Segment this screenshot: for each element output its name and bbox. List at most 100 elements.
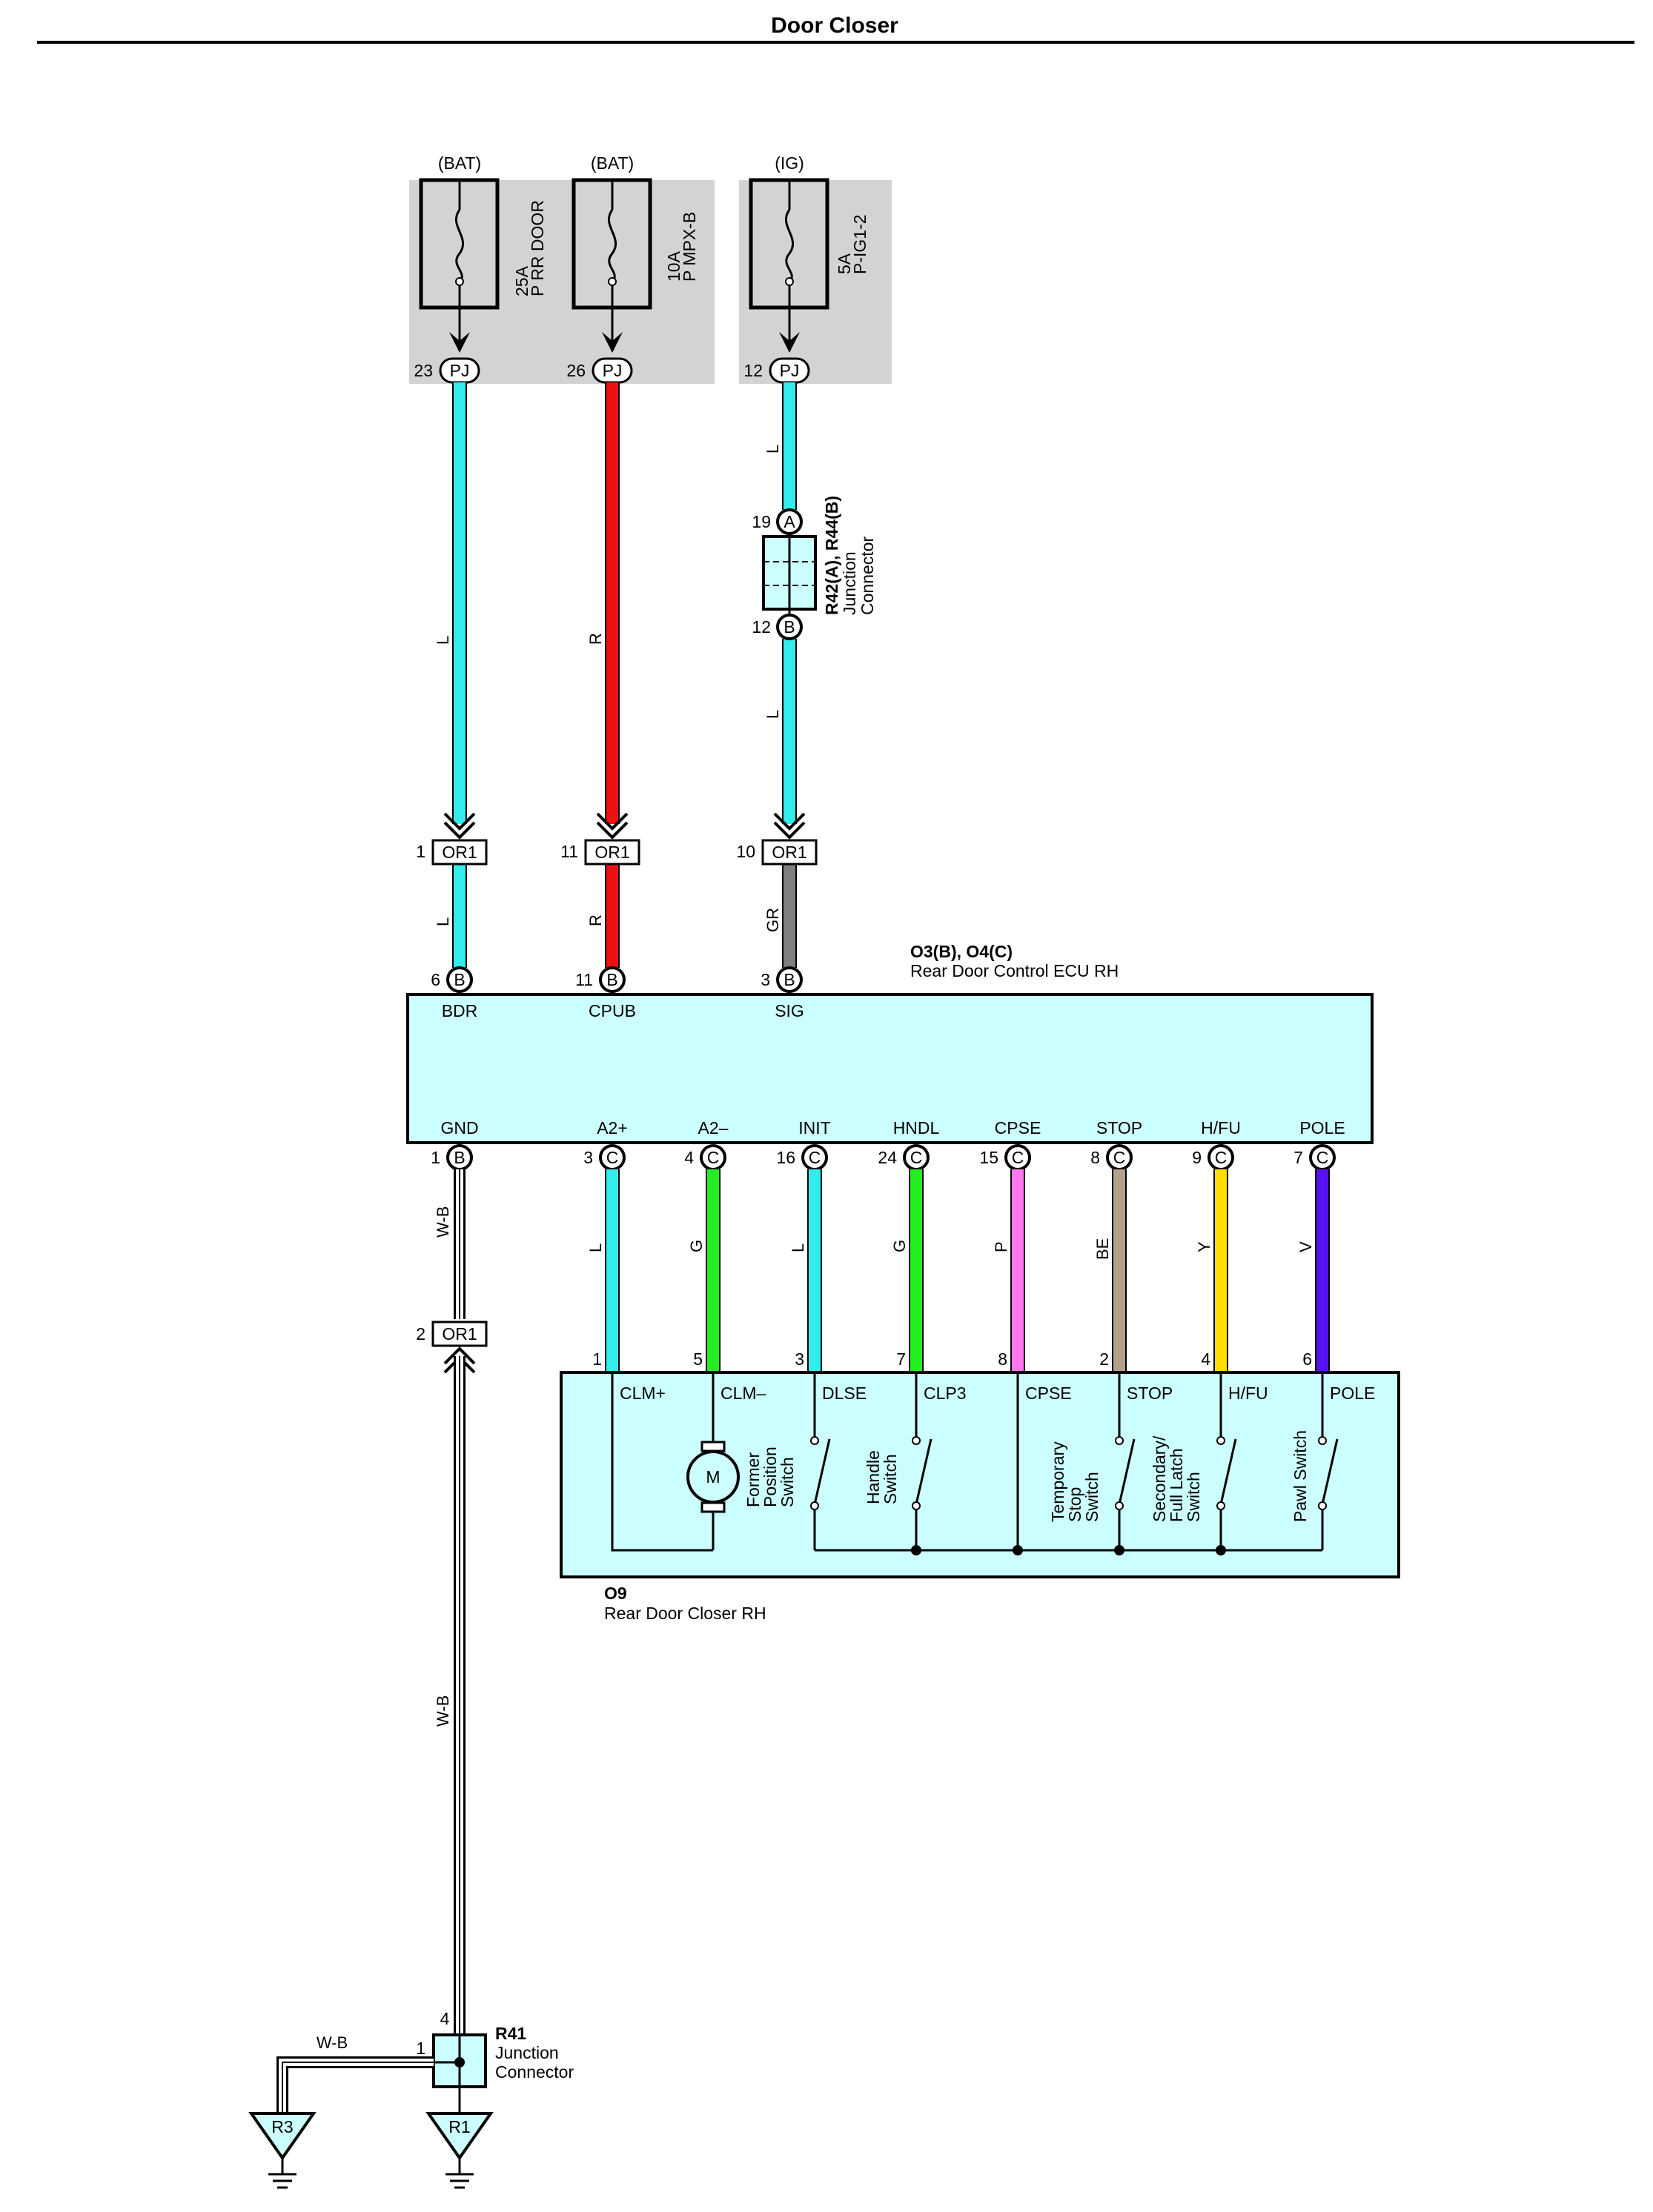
pin-number: 3	[761, 970, 770, 989]
ecu-terminal-label: GND	[440, 1118, 478, 1137]
connector-letter: C	[1012, 1148, 1024, 1167]
connector-letter: B	[784, 617, 795, 637]
switch-contact	[1219, 1438, 1237, 1505]
connector-or1	[584, 839, 640, 866]
switch-label: Pawl Switch	[1291, 1430, 1310, 1522]
fuse-terminal	[608, 277, 617, 286]
closer-terminal-label: H/FU	[1228, 1384, 1268, 1403]
connector-label: PJ	[450, 361, 470, 380]
ecu-desc: Rear Door Control ECU RH	[910, 961, 1119, 980]
switch-label: Stop	[1065, 1487, 1084, 1522]
pin-number: 19	[752, 512, 771, 531]
wire-color-code: V	[1296, 1241, 1315, 1252]
fuse-name: P MPX-B	[680, 212, 699, 282]
switch-terminal	[912, 1501, 921, 1510]
pin-number: 23	[414, 361, 433, 380]
connector-or1	[431, 839, 488, 866]
motor-brush	[700, 1441, 726, 1452]
junction-name: R41	[495, 2024, 526, 2043]
closer-desc: Rear Door Closer RH	[604, 1604, 766, 1623]
closer-terminal-label: POLE	[1330, 1384, 1375, 1403]
wire-color-code: L	[586, 1243, 605, 1252]
pin-number: 8	[1090, 1148, 1100, 1167]
motor-brush	[700, 1501, 726, 1513]
wire-color-code: L	[763, 710, 782, 719]
junction-dot	[1114, 1545, 1124, 1555]
connector-letter: C	[809, 1148, 821, 1167]
pin-number: 1	[416, 842, 425, 861]
connector-label: OR1	[442, 1324, 477, 1344]
double-arrow-icon	[773, 812, 806, 840]
bus-junction-dots	[911, 1545, 1226, 1555]
ecu-terminal-label: HNDL	[893, 1118, 940, 1137]
wire-ground-wb: W-B 2 OR1 W-B	[416, 1169, 488, 2038]
wire-cpub: R R	[586, 382, 629, 968]
junction-desc: Junction	[840, 551, 859, 615]
ecu-terminal-label: SIG	[775, 1001, 804, 1020]
switch-terminal	[1115, 1436, 1124, 1445]
ground-r1: R1	[425, 2112, 494, 2189]
ecu-top-pins: 6 B 11 B 3 B	[431, 966, 803, 994]
pin-number: 8	[998, 1349, 1007, 1369]
wire-segment	[282, 2062, 434, 2113]
junction-connector-r41: 4 1 R41 Junction Connector	[416, 2009, 574, 2112]
page-title: Door Closer	[771, 13, 898, 38]
ecu-terminal-label: A2+	[597, 1118, 628, 1137]
pin-number: 6	[1302, 1349, 1312, 1369]
wire-color-code: L	[434, 636, 452, 645]
closer-name: O9	[604, 1584, 627, 1603]
wire-sig: L L GR	[763, 382, 806, 968]
connector-letter: B	[784, 970, 795, 989]
ground-label: R1	[448, 2117, 470, 2136]
pin-number: 4	[1201, 1349, 1210, 1369]
wire-color-code: R	[586, 633, 605, 645]
wire-segment	[276, 2056, 434, 2113]
fuse-element-icon	[784, 209, 795, 283]
junction-desc: Connector	[858, 537, 877, 615]
connector-letter: C	[1113, 1148, 1126, 1167]
connector-or1	[761, 839, 818, 866]
switch-labels: Former Position Switch Handle Switch Tem…	[743, 1430, 1310, 1522]
pin-number: 12	[743, 361, 763, 380]
arrow-down-icon	[602, 332, 623, 353]
closer-internal-circuit	[611, 1372, 1339, 1552]
junction-connector-r42: 19 A 12 B R42(A), R44(B) Junction Connec…	[752, 496, 877, 640]
wire-segment	[279, 2059, 434, 2113]
switch-contact	[813, 1438, 831, 1505]
connector-letter: B	[606, 970, 617, 989]
junction-dot	[911, 1545, 921, 1555]
pin-number: 24	[878, 1148, 897, 1167]
wire-color-code: G	[687, 1240, 706, 1252]
wires-ecu-to-closer: L G L G P BE Y V	[586, 1169, 1330, 1371]
connector-label: OR1	[772, 843, 806, 862]
wire-color-code: G	[890, 1240, 909, 1252]
pin-number: 3	[795, 1349, 804, 1369]
pin-number: 1	[592, 1349, 602, 1369]
fuse-source-label: (BAT)	[591, 153, 634, 173]
pin-number: 2	[1099, 1349, 1109, 1369]
pin-number: 26	[566, 361, 586, 380]
fuse-terminal	[455, 277, 464, 286]
fuse-source-label: (BAT)	[438, 153, 481, 173]
pin-number: 7	[1293, 1148, 1303, 1167]
connector-or1-row: 1 OR1 11 OR1 10 OR1	[416, 839, 818, 866]
junction-name: R42(A), R44(B)	[822, 496, 841, 615]
fuse-name: P-IG1-2	[850, 214, 869, 274]
switch-label: Former	[743, 1452, 763, 1507]
connector-label: OR1	[594, 843, 629, 862]
pin-number: 16	[776, 1148, 795, 1167]
motor-body	[686, 1450, 740, 1504]
pin-number: 10	[736, 842, 755, 861]
connector-label: PJ	[780, 361, 800, 380]
ecu-bottom-pins: 1 B 3 C 4 C 16 C 24 C 15 C 8 C 9 C 7 C	[431, 1143, 1336, 1171]
ecu-body	[406, 993, 1374, 1144]
closer-terminal-label: DLSE	[822, 1384, 867, 1403]
switch-label: Secondary/	[1150, 1435, 1169, 1522]
pin-number: 6	[431, 970, 440, 989]
pin-number: 5	[693, 1349, 703, 1369]
wire-side-wb: W-B	[276, 2033, 434, 2113]
ecu-terminal-label: CPSE	[995, 1118, 1041, 1137]
fuse-source-label: (IG)	[775, 153, 804, 173]
pin-number: 12	[752, 617, 771, 637]
